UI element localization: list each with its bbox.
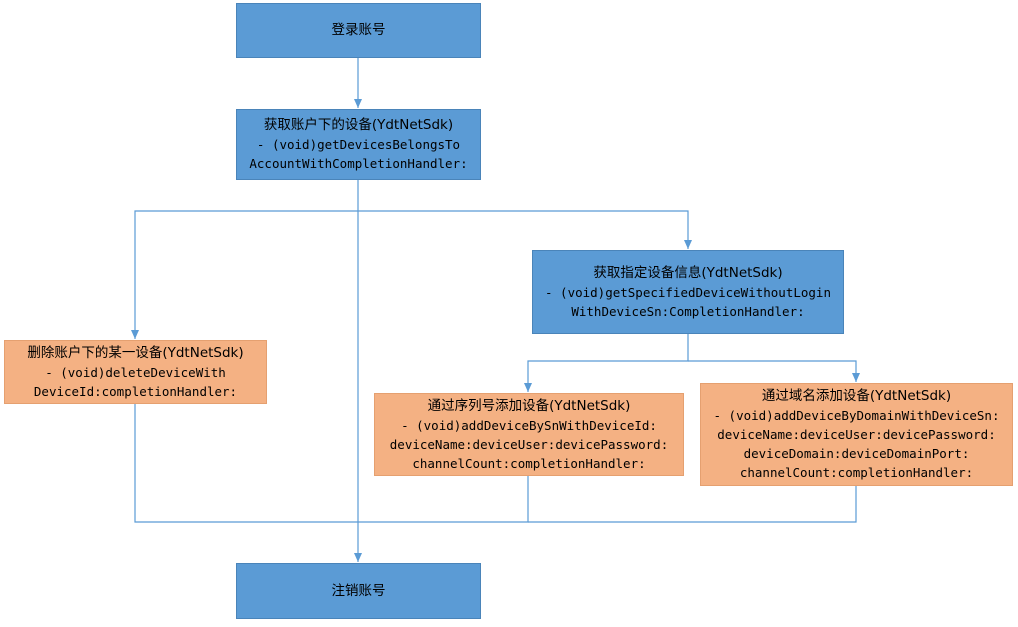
get-specified-device-signature-line: - (void)getSpecifiedDeviceWithoutLogin: [545, 284, 831, 300]
get-specified-device-node: 获取指定设备信息(YdtNetSdk) - (void)getSpecified…: [532, 250, 844, 334]
add-device-by-sn-signature-line: channelCount:completionHandler:: [412, 455, 646, 471]
get-account-devices-signature-line: AccountWithCompletionHandler:: [249, 156, 468, 171]
add-device-by-sn-title: 通过序列号添加设备(YdtNetSdk): [427, 397, 631, 414]
add-device-by-sn-node: 通过序列号添加设备(YdtNetSdk) - (void)addDeviceBy…: [374, 393, 684, 476]
add-device-by-domain-signature-line: channelCount:completionHandler:: [739, 465, 974, 480]
add-device-by-domain-title: 通过域名添加设备(YdtNetSdk): [761, 388, 952, 404]
add-device-by-sn-signature-line: deviceName:deviceUser:devicePassword:: [389, 436, 669, 452]
add-device-by-domain-signature-line: - (void)addDeviceByDomainWithDeviceSn:: [713, 408, 1000, 423]
edge-merge-delete: [134, 404, 358, 523]
logout-account-label: 注销账号: [331, 582, 386, 599]
edge-branch-to-get-specified: [358, 210, 692, 249]
login-account-node: 登录账号: [236, 3, 481, 58]
add-device-by-domain-signature-line: deviceDomain:deviceDomainPort:: [743, 446, 970, 461]
edge-branch-to-delete: [131, 210, 358, 339]
add-device-by-domain-signature-line: deviceName:deviceUser:devicePassword:: [717, 427, 996, 442]
get-account-devices-node: 获取账户下的设备(YdtNetSdk) - (void)getDevicesBe…: [236, 109, 481, 180]
get-specified-device-signature-line: WithDeviceSn:CompletionHandler:: [571, 303, 805, 319]
edge-merge-sn: [358, 476, 529, 523]
get-account-devices-title: 获取账户下的设备(YdtNetSdk): [263, 117, 454, 133]
edge-merge-domain: [528, 486, 857, 523]
login-account-label: 登录账号: [331, 22, 386, 38]
logout-account-node: 注销账号: [236, 563, 481, 619]
delete-device-signature-line: - (void)deleteDeviceWith: [45, 364, 226, 380]
add-device-by-sn-signature-line: - (void)addDeviceBySnWithDeviceId:: [401, 417, 657, 433]
delete-device-node: 删除账户下的某一设备(YdtNetSdk) - (void)deleteDevi…: [4, 340, 267, 404]
delete-device-title: 删除账户下的某一设备(YdtNetSdk): [27, 344, 244, 361]
add-device-by-domain-node: 通过域名添加设备(YdtNetSdk) - (void)addDeviceByD…: [700, 383, 1013, 486]
edge-specified-branch-to-sn: [524, 334, 689, 392]
edge-specified-branch-to-domain: [688, 360, 860, 382]
get-account-devices-signature-line: - (void)getDevicesBelongsTo: [256, 137, 461, 152]
delete-device-signature-line: DeviceId:completionHandler:: [33, 383, 238, 399]
get-specified-device-title: 获取指定设备信息(YdtNetSdk): [593, 264, 783, 281]
